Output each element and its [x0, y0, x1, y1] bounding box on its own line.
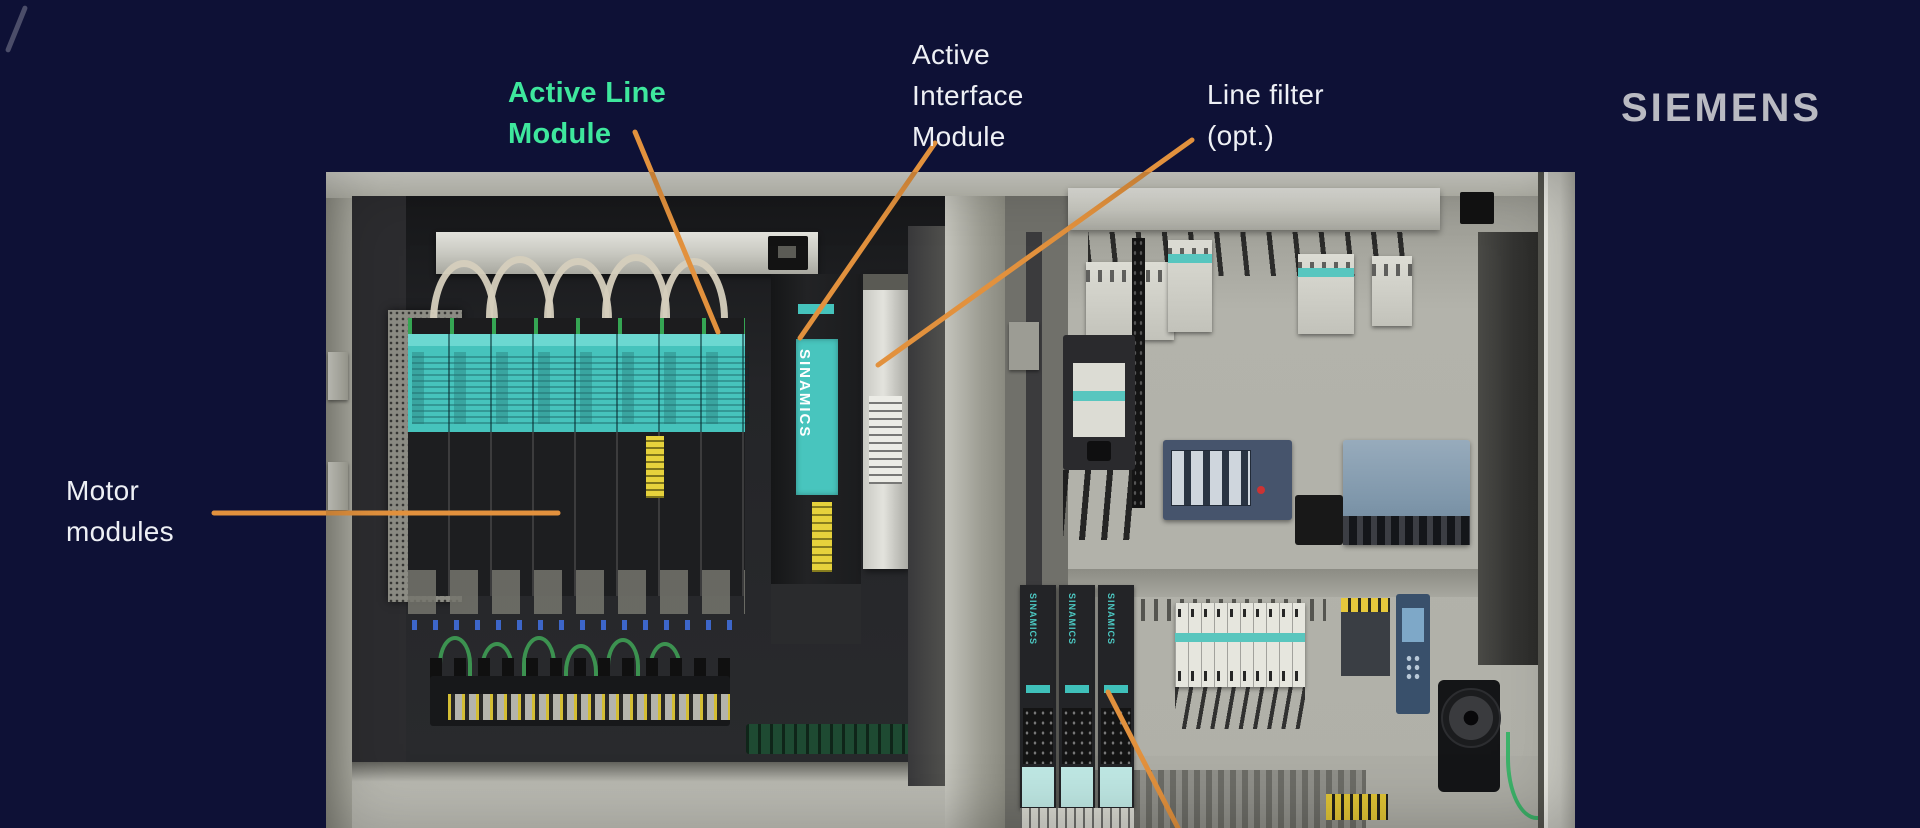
- module-separators: [408, 334, 745, 432]
- light-teal-section: [1022, 767, 1054, 807]
- label-line: Motor: [66, 475, 140, 506]
- contactor: [1298, 254, 1354, 334]
- sinamics-s120-module: SINAMICS: [1059, 585, 1095, 808]
- sinamics-vertical-text: SINAMICS: [1106, 593, 1116, 646]
- status-led: [1257, 486, 1265, 494]
- cabinet-photo: SINAMICS: [326, 172, 1575, 828]
- ground-wire-loop: [522, 636, 556, 676]
- module-print-texture: [412, 352, 749, 424]
- module-connectors: [1062, 708, 1092, 764]
- right-door-frame: [1538, 172, 1575, 828]
- ground-wire-loop: [438, 636, 472, 676]
- power-supply-unit: [1343, 440, 1470, 545]
- mccb-front: [1073, 363, 1125, 437]
- teal-stripe: [1065, 685, 1089, 693]
- fan-blade: [1441, 688, 1501, 748]
- label-motor-modules: Motor modules: [66, 470, 174, 552]
- relay-terminal-group: [1341, 598, 1390, 676]
- sinamics-branding-strip: SINAMICS: [796, 339, 838, 495]
- top-cable-duct: [1068, 188, 1440, 230]
- left-cabinet-bay: SINAMICS: [352, 196, 971, 828]
- module-connectors: [1101, 708, 1131, 764]
- small-terminal-block: [1009, 322, 1039, 370]
- compact-drive-unit: [1396, 594, 1430, 714]
- module-terminal-strip: [1020, 808, 1134, 828]
- aim-teal-header: [798, 304, 834, 314]
- duct-switch: [1460, 192, 1494, 224]
- label-line-filter: Line filter (opt.): [1207, 74, 1324, 156]
- contactor: [1372, 256, 1412, 326]
- terminal-bar: [448, 694, 730, 720]
- sinamics-vertical-text: SINAMICS: [796, 349, 813, 439]
- aim-bottom-connectors: [771, 584, 861, 644]
- rj45-port-grid: [1171, 450, 1251, 506]
- contactor: [1168, 240, 1212, 332]
- contactor-group: [1086, 262, 1174, 340]
- label-active-line-module: Active Line Module: [508, 73, 666, 155]
- side-panel-shadow: [1478, 232, 1538, 665]
- mccb-wires: [1063, 470, 1135, 540]
- ethernet-switch: [1163, 440, 1292, 520]
- line-filter-top-cap: [863, 274, 908, 290]
- label-line: Line filter: [1207, 79, 1324, 110]
- mcb-wiring: [1175, 687, 1305, 729]
- duct-switch: [768, 236, 808, 270]
- label-line: Module: [912, 121, 1006, 152]
- black-connector-cluster: [1295, 495, 1343, 545]
- warning-sticker: [646, 436, 664, 498]
- module-connectors: [1023, 708, 1053, 764]
- label-line: (opt.): [1207, 120, 1275, 151]
- sinamics-vertical-text: SINAMICS: [1028, 593, 1038, 646]
- circuit-breaker-mccb: [1063, 335, 1135, 470]
- mccb-handle: [1087, 441, 1111, 461]
- motor-modules-teal-front: [408, 334, 749, 432]
- line-filter-label: [869, 396, 902, 484]
- blue-connector-row: [412, 620, 742, 630]
- light-teal-section: [1100, 767, 1132, 807]
- sinamics-s120-module: SINAMICS: [1098, 585, 1134, 808]
- corner-artifact: [4, 4, 29, 54]
- sinamics-vertical-text: SINAMICS: [1067, 593, 1077, 646]
- sinamics-s120-module: SINAMICS: [1020, 585, 1056, 808]
- label-line: Active: [912, 39, 991, 70]
- miniature-circuit-breaker-row: [1175, 603, 1305, 687]
- cabinet-fan: [1438, 680, 1501, 792]
- left-bay-floor: [352, 762, 945, 828]
- label-line: modules: [66, 516, 174, 547]
- psu-terminals: [1343, 516, 1470, 545]
- door-hinge: [328, 462, 348, 510]
- warning-sticker: [812, 502, 832, 572]
- door-hinge: [328, 352, 348, 400]
- label-active-interface-module: Active Interface Module: [912, 34, 1024, 157]
- teal-stripe: [1104, 685, 1128, 693]
- label-line: Module: [508, 118, 612, 150]
- teal-stripe: [1026, 685, 1050, 693]
- center-cabinet-frame: [945, 196, 1005, 828]
- light-teal-section: [1061, 767, 1093, 807]
- yellow-terminal-blocks: [1326, 794, 1388, 820]
- label-line: Active Line: [508, 77, 667, 109]
- mounting-shelf: [1068, 569, 1538, 597]
- siemens-logo: SIEMENS: [1621, 86, 1823, 130]
- label-line: Interface: [912, 80, 1024, 111]
- module-rating-labels: [408, 570, 745, 614]
